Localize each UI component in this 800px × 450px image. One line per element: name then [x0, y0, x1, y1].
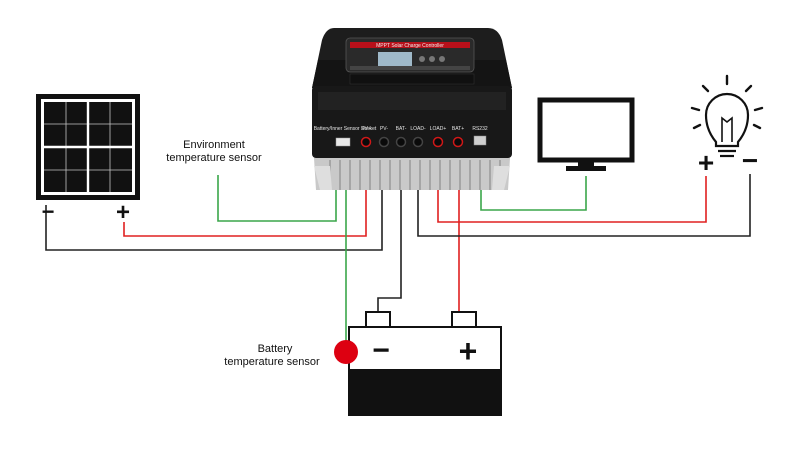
wire-panel-negative: [45, 144, 383, 251]
terminal-load-plus: [432, 136, 444, 148]
battery-minus-sign: −: [372, 334, 390, 367]
terminal-label-bat-plus: BAT+: [452, 126, 464, 132]
bat-sensor-label-line2: temperature sensor: [224, 356, 320, 368]
terminals: [335, 135, 487, 148]
terminal-label-pv-plus: PV+: [361, 126, 371, 132]
terminal-label-pv-minus: PV-: [380, 126, 388, 132]
terminal-labels: Battery/Inner Sensor Socket PV+ PV- BAT-…: [314, 126, 488, 132]
battery-plus-sign: +: [459, 333, 478, 369]
monitor-icon: [537, 97, 635, 171]
env-sensor-label-line1: Environment: [183, 139, 245, 151]
env-sensor-label-line2: temperature sensor: [166, 152, 262, 164]
terminal-sensor-socket: [335, 137, 351, 147]
terminal-label-load-minus: LOAD-: [410, 126, 426, 132]
light-bulb-icon: [690, 74, 764, 158]
terminal-label-rs232: RS232: [472, 126, 488, 132]
terminal-load-minus: [412, 136, 424, 148]
wire-battery-negative: [377, 144, 402, 312]
controller-lcd: [378, 52, 412, 66]
controller-button-2: [429, 56, 435, 62]
terminal-bat-plus: [452, 136, 464, 148]
bat-sensor-label-line1: Battery: [258, 343, 293, 355]
terminal-pv-plus: [360, 136, 372, 148]
controller-title: MPPT Solar Charge Controller: [376, 43, 444, 49]
battery-icon: [348, 311, 502, 416]
terminal-pv-minus: [378, 136, 390, 148]
controller-button-1: [419, 56, 425, 62]
lamp-minus-sign: −: [742, 145, 758, 176]
panel-plus-sign: +: [116, 199, 130, 226]
terminal-label-load-plus: LOAD+: [430, 126, 447, 132]
panel-minus-sign: −: [42, 199, 55, 224]
terminal-label-sensor: Battery/Inner Sensor Socket: [314, 126, 377, 132]
controller-button-3: [439, 56, 445, 62]
lamp-plus-sign: +: [698, 147, 714, 178]
charge-controller: MPPT Solar Charge Controller Battery/Inn…: [312, 28, 512, 190]
terminal-label-bat-minus: BAT-: [396, 126, 407, 132]
battery-temperature-sensor: [334, 340, 358, 364]
heat-sink: [314, 158, 510, 190]
solar-panel-icon: [36, 94, 140, 200]
terminal-rs232-port: [473, 135, 487, 146]
terminal-bat-minus: [395, 136, 407, 148]
